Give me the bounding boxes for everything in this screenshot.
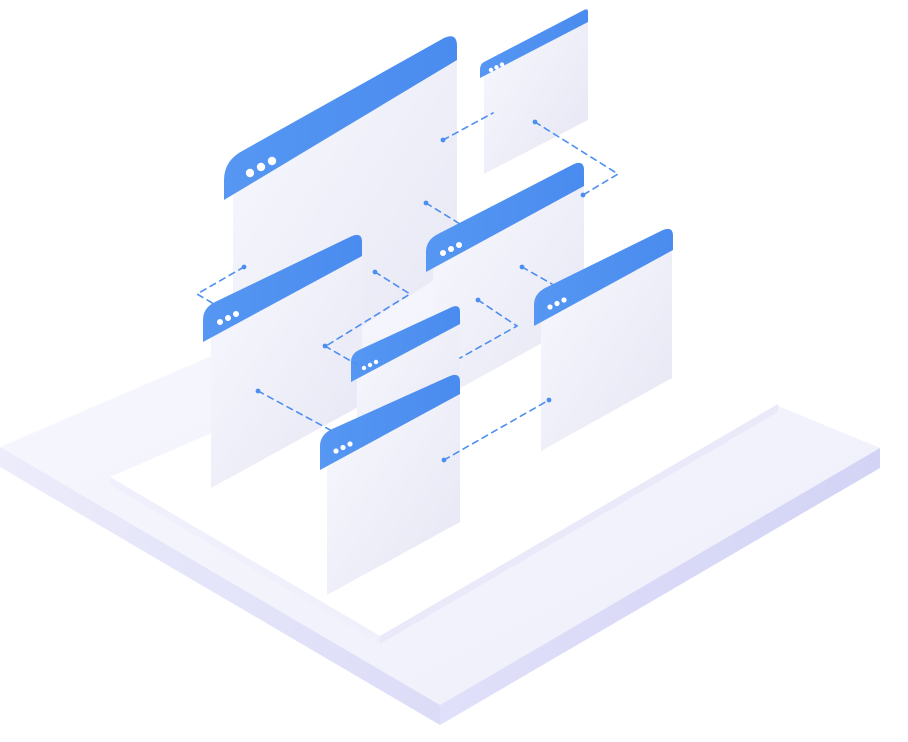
connector-arrow <box>257 390 335 433</box>
window-body <box>541 245 672 451</box>
connector-arrow <box>324 345 357 365</box>
window-title-bar <box>534 228 673 326</box>
arrow-head-icon <box>322 343 328 349</box>
title-dot-icon <box>347 441 353 447</box>
window-title-bar <box>224 36 457 201</box>
title-dot-icon <box>217 319 223 325</box>
title-dot-icon <box>340 444 346 451</box>
title-dot-icon <box>440 250 446 256</box>
connector-arrow <box>195 266 245 305</box>
title-dot-icon <box>333 448 339 454</box>
title-dot-icon <box>488 67 494 73</box>
title-dot-icon <box>245 168 255 178</box>
arrow-head-icon <box>580 192 586 198</box>
title-dot-icon <box>448 246 454 252</box>
window-body <box>211 252 362 488</box>
window-left <box>203 234 362 488</box>
arrow-head-icon <box>441 457 447 463</box>
connectors <box>195 112 620 461</box>
platform-side-left <box>0 447 440 725</box>
title-dot-icon <box>367 362 373 368</box>
window-body <box>484 8 588 174</box>
arrow-head-icon <box>519 264 525 270</box>
arrow-head-icon <box>241 264 247 270</box>
window-title-bar <box>351 306 460 382</box>
title-dot-icon <box>547 304 553 310</box>
connector-arrow <box>325 271 412 347</box>
connector-arrow <box>442 112 494 141</box>
title-dot-icon <box>494 65 499 70</box>
title-dot-icon <box>561 297 567 303</box>
title-dot-icon <box>499 62 505 67</box>
arrow-head-icon <box>546 397 552 403</box>
arrow-heads <box>241 119 586 463</box>
title-dot-icon <box>225 315 231 321</box>
window-small-top-right <box>480 8 588 174</box>
arrow-head-icon <box>255 388 261 394</box>
platform-side-right <box>440 448 880 725</box>
window-title-bar <box>203 234 362 342</box>
arrow-head-icon <box>372 269 378 275</box>
arrow-head-icon <box>475 297 481 303</box>
window-middle-right <box>426 162 584 403</box>
arrow-head-icon <box>440 137 446 143</box>
title-dot-icon <box>267 156 277 166</box>
connector-arrow <box>443 399 550 461</box>
connector-arrow <box>534 121 620 196</box>
window-body <box>433 182 584 403</box>
title-dot-icon <box>233 311 239 317</box>
connector-arrow <box>425 202 461 225</box>
title-dot-icon <box>361 365 367 371</box>
window-title-bar <box>426 162 584 272</box>
window-front <box>320 374 460 595</box>
title-dot-icon <box>456 242 462 248</box>
title-dot-icon <box>256 162 266 172</box>
window-far-right <box>534 228 673 451</box>
title-dot-icon <box>554 300 560 307</box>
arrow-head-icon <box>532 119 538 125</box>
title-dot-icon <box>373 359 379 365</box>
connector-arrow <box>459 299 519 359</box>
arrow-head-icon <box>423 200 429 206</box>
connector-arrow <box>521 266 553 285</box>
window-title-bar <box>480 9 588 78</box>
window-title-bar <box>320 374 460 470</box>
window-body <box>327 388 460 595</box>
